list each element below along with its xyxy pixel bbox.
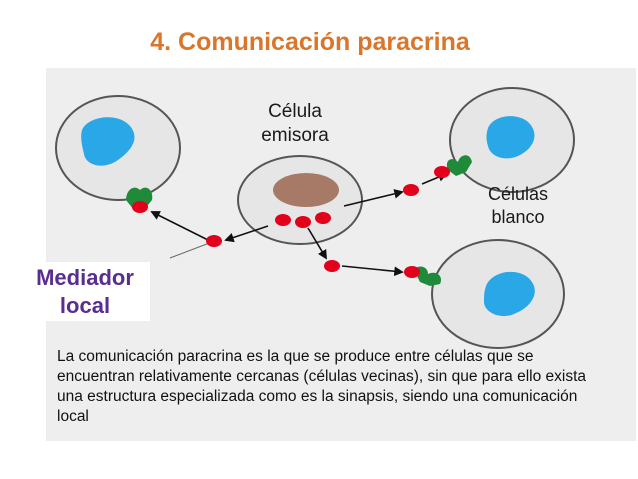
mediator-pointer-line	[169, 241, 213, 259]
molecule-bottom-mid	[324, 260, 340, 272]
molecule-mediator	[206, 235, 222, 247]
sender-cell-label-line1: Célula	[268, 101, 322, 122]
arrow-to-top-right-first	[343, 189, 404, 207]
signal-molecules	[132, 166, 450, 278]
sender-cell	[237, 155, 363, 245]
target-cell-bottom-right	[431, 239, 565, 349]
sender-cell-label-line2: emisora	[261, 124, 329, 146]
receptor-bottom-right	[414, 266, 442, 286]
target-cells-label: Células blanco	[468, 183, 568, 228]
molecule-top-right-mid	[403, 184, 419, 196]
mediator-label: Mediador local	[20, 262, 150, 321]
description-text: La comunicación paracrina es la que se p…	[57, 348, 587, 426]
target-cell-top-left-nucleus	[81, 117, 135, 166]
molecule-top-left	[132, 201, 148, 213]
arrow-downward	[307, 227, 327, 260]
arrow-to-bottom-right	[341, 265, 404, 277]
molecule-sender-2	[295, 216, 311, 228]
sender-cell-label: Célula emisora	[240, 100, 350, 148]
mediator-label-line1: Mediador	[36, 265, 134, 290]
arrow-to-top-left	[150, 211, 209, 241]
target-cell-top-left	[55, 95, 181, 201]
molecule-bottom-right	[404, 266, 420, 278]
molecule-sender-1	[275, 214, 291, 226]
sender-cell-nucleus	[273, 173, 339, 207]
target-cells-label-line1: Células	[487, 184, 549, 204]
arrow-to-mediator	[224, 225, 269, 243]
receptor-top-right	[446, 155, 472, 176]
molecule-top-right	[434, 166, 450, 178]
mediator-label-line2: local	[59, 292, 111, 318]
target-cell-top-right-nucleus	[486, 116, 535, 159]
target-cell-top-right	[449, 87, 575, 193]
target-cells-label-line2: blanco	[491, 206, 545, 227]
molecule-sender-3	[315, 212, 331, 224]
slide-title: 4. Comunicación paracrina	[150, 28, 470, 56]
target-cell-bottom-right-nucleus	[484, 271, 535, 317]
